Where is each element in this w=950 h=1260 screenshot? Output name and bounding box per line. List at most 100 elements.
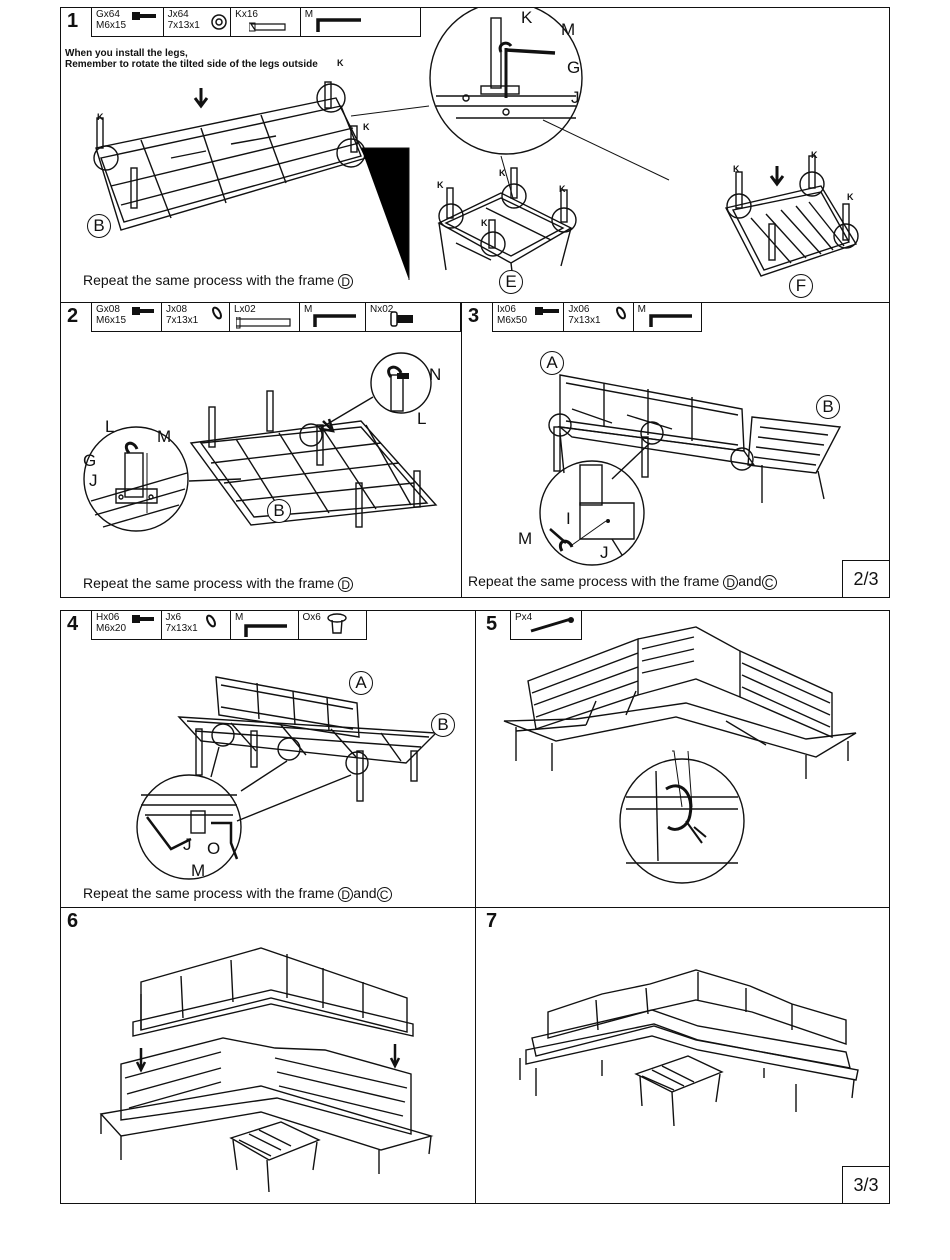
step-2-panel: 2 Gx08 M6x15 Jx08 7x13x1 Lx02 M Nx02	[60, 302, 462, 598]
washer-icon	[210, 14, 227, 30]
step-7-illustration	[519, 969, 859, 1127]
step-4-number: 4	[67, 613, 79, 635]
part-m: M	[301, 8, 420, 36]
bolt-icon	[132, 307, 154, 315]
step-4-caption: Repeat the same process with the frame D…	[83, 885, 392, 902]
part-l: Lx02	[230, 303, 300, 331]
step-3-parts-list: Ix06 M6x50 Jx06 7x13x1 M	[492, 303, 702, 332]
label-m: M	[561, 20, 576, 39]
part-h: Hx06 M6x20	[92, 611, 162, 639]
label-k: K	[811, 150, 818, 160]
part-j: Jx08 7x13x1	[162, 303, 230, 331]
frame-b-label: B	[267, 499, 291, 523]
label-k: K	[559, 184, 566, 194]
label-j: J	[600, 543, 609, 562]
allen-key-icon	[648, 314, 692, 327]
part-m: M	[634, 303, 701, 331]
label-g: G	[83, 451, 97, 470]
screw-icon	[530, 617, 574, 633]
step-3-caption: Repeat the same process with the frame D…	[468, 573, 777, 590]
step-5-parts-list: Px4	[510, 611, 582, 640]
washer-icon	[616, 306, 627, 320]
step-3-number: 3	[468, 305, 480, 327]
cap-icon	[326, 613, 347, 634]
step-5-panel: 5 Px4	[475, 610, 890, 908]
step-7-panel: 7	[475, 907, 890, 1204]
label-m: M	[157, 427, 172, 446]
leg-install-note: When you install the legs, Remember to r…	[65, 48, 318, 70]
label-k: K	[97, 112, 104, 122]
label-j: J	[571, 88, 580, 107]
step-7-number: 7	[486, 910, 498, 932]
step-4-illustration	[136, 676, 438, 880]
step-6-panel: 6	[60, 907, 476, 1204]
part-k: Kx16	[231, 8, 301, 36]
bolt-icon	[535, 307, 559, 315]
leg-icon	[236, 317, 291, 329]
label-j: J	[183, 835, 192, 854]
label-m: M	[191, 861, 206, 880]
step-1-illustration	[93, 8, 859, 281]
label-k: K	[363, 122, 370, 132]
allen-key-icon	[313, 314, 356, 327]
part-p: Px4	[511, 611, 581, 639]
frame-f-label: F	[789, 274, 813, 298]
step-4-panel: 4 Hx06 M6x20 Jx6 7x13x1 M Ox6	[60, 610, 476, 908]
screw-cap-icon	[390, 311, 413, 327]
label-n: N	[429, 365, 442, 384]
label-l: L	[105, 417, 115, 436]
part-m: M	[231, 611, 299, 639]
step-2-caption: Repeat the same process with the frame D	[83, 575, 354, 592]
step-5-number: 5	[486, 613, 498, 635]
washer-icon	[212, 306, 222, 320]
part-j: Jx06 7x13x1	[564, 303, 634, 331]
part-j: Jx64 7x13x1	[164, 8, 232, 36]
allen-key-icon	[316, 18, 361, 32]
page-number: 3/3	[842, 1166, 890, 1204]
label-k: K	[437, 180, 444, 190]
label-k: K	[733, 164, 740, 174]
page-number: 2/3	[842, 560, 890, 598]
label-k: K	[521, 8, 533, 27]
step-6-illustration	[99, 947, 434, 1193]
label-o: O	[207, 839, 221, 858]
part-i: Ix06 M6x50	[493, 303, 565, 331]
bolt-icon	[132, 615, 154, 623]
part-o: Ox6	[299, 611, 367, 639]
label-k: K	[847, 192, 854, 202]
label-m: M	[518, 529, 533, 548]
label-g: G	[567, 58, 581, 77]
label-i: I	[566, 509, 571, 528]
step-1-panel: 1 Gx64 M6x15 Jx64 7x13x1 Kx16 M When you…	[60, 7, 890, 303]
step-3-panel: 3 Ix06 M6x50 Jx06 7x13x1 M	[461, 302, 890, 598]
step-1-number: 1	[67, 10, 79, 32]
step-5-illustration	[503, 626, 857, 884]
part-n: Nx02	[366, 303, 426, 331]
leg-icon	[249, 22, 286, 32]
step-1-caption: Repeat the same process with the frame D	[83, 272, 354, 289]
step-4-parts-list: Hx06 M6x20 Jx6 7x13x1 M Ox6	[91, 611, 367, 640]
allen-key-icon	[244, 624, 287, 637]
frame-a-label: A	[540, 351, 564, 375]
frame-b-label: B	[431, 713, 455, 737]
step-2-number: 2	[67, 305, 79, 327]
step-2-illustration	[83, 352, 438, 532]
label-l: L	[417, 409, 427, 428]
bolt-icon	[132, 12, 156, 20]
part-m: M	[300, 303, 366, 331]
washer-icon	[205, 614, 216, 628]
part-j: Jx6 7x13x1	[162, 611, 231, 639]
step-6-number: 6	[67, 910, 79, 932]
step-1-parts-list: Gx64 M6x15 Jx64 7x13x1 Kx16 M	[91, 8, 421, 37]
part-g: Gx64 M6x15	[92, 8, 164, 36]
label-k: K	[337, 58, 344, 68]
step-3-illustration	[539, 374, 842, 566]
frame-b-label: B	[87, 214, 111, 238]
frame-b-label: B	[816, 395, 840, 419]
label-k: K	[499, 168, 506, 178]
part-g: Gx08 M6x15	[92, 303, 162, 331]
label-j: J	[89, 471, 98, 490]
step-2-parts-list: Gx08 M6x15 Jx08 7x13x1 Lx02 M Nx02	[91, 303, 461, 332]
frame-e-label: E	[499, 270, 523, 294]
frame-a-label: A	[349, 671, 373, 695]
